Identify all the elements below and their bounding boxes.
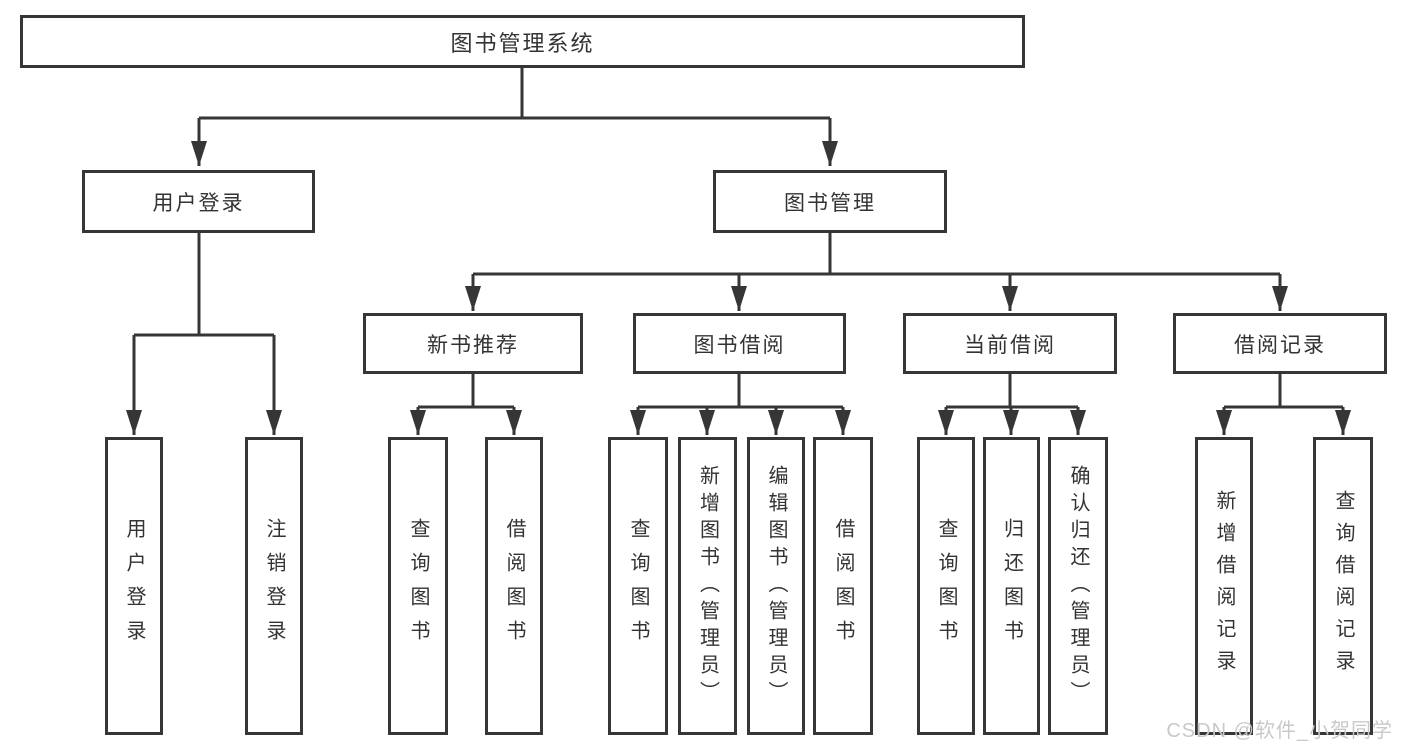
node-book-borrowing-label: 图书借阅 <box>693 333 786 357</box>
node-borrowing-records: 借阅记录 <box>1173 313 1387 374</box>
leaf-return-books-label: 归还图书 <box>1000 518 1023 654</box>
leaf-borrow-books-label: 借阅图书 <box>832 518 854 654</box>
leaf-user-login-label: 用户登录 <box>123 518 145 654</box>
leaf-add-books-admin-label: 新增图书（管理员） <box>696 464 719 708</box>
node-user-login-label: 用户登录 <box>152 191 245 215</box>
leaf-add-borrow-record: 新增借阅记录 <box>1195 437 1253 735</box>
leaf-query-books-recommend: 查询图书 <box>388 437 448 735</box>
leaf-query-borrow-record-label: 查询借阅记录 <box>1332 490 1354 682</box>
leaf-query-borrow-record: 查询借阅记录 <box>1313 437 1373 735</box>
leaf-query-books-recommend-label: 查询图书 <box>407 518 429 654</box>
leaf-add-books-admin: 新增图书（管理员） <box>678 437 737 735</box>
node-current-borrowing: 当前借阅 <box>903 313 1117 374</box>
leaf-logout-label: 注销登录 <box>263 518 285 654</box>
leaf-query-books-current: 查询图书 <box>917 437 975 735</box>
node-current-borrowing-label: 当前借阅 <box>964 333 1056 357</box>
leaf-add-borrow-record-label: 新增借阅记录 <box>1213 490 1235 682</box>
node-user-login: 用户登录 <box>82 170 315 233</box>
node-library-management-system: 图书管理系统 <box>20 15 1025 68</box>
leaf-logout: 注销登录 <box>245 437 303 735</box>
leaf-confirm-return-admin-label: 确认归还（管理员） <box>1067 464 1089 708</box>
leaf-query-books-current-label: 查询图书 <box>935 518 957 654</box>
watermark-text: CSDN @软件_小贺同学 <box>1166 720 1393 742</box>
leaf-borrow-books: 借阅图书 <box>813 437 873 735</box>
node-borrowing-records-label: 借阅记录 <box>1234 333 1326 357</box>
leaf-query-books-borrow-label: 查询图书 <box>627 518 649 654</box>
node-book-management-label: 图书管理 <box>784 191 876 215</box>
leaf-edit-books-admin: 编辑图书（管理员） <box>747 437 805 735</box>
leaf-edit-books-admin-label: 编辑图书（管理员） <box>765 464 787 708</box>
leaf-user-login: 用户登录 <box>105 437 163 735</box>
node-book-management: 图书管理 <box>713 170 947 233</box>
node-new-book-recommendation-label: 新书推荐 <box>427 333 519 357</box>
node-new-book-recommendation: 新书推荐 <box>363 313 583 374</box>
leaf-borrow-books-recommend: 借阅图书 <box>485 437 543 735</box>
leaf-borrow-books-recommend-label: 借阅图书 <box>503 518 525 654</box>
leaf-query-books-borrow: 查询图书 <box>608 437 668 735</box>
leaf-confirm-return-admin: 确认归还（管理员） <box>1048 437 1108 735</box>
leaf-return-books: 归还图书 <box>983 437 1040 735</box>
node-book-borrowing: 图书借阅 <box>633 313 846 374</box>
node-library-management-system-label: 图书管理系统 <box>450 30 595 56</box>
